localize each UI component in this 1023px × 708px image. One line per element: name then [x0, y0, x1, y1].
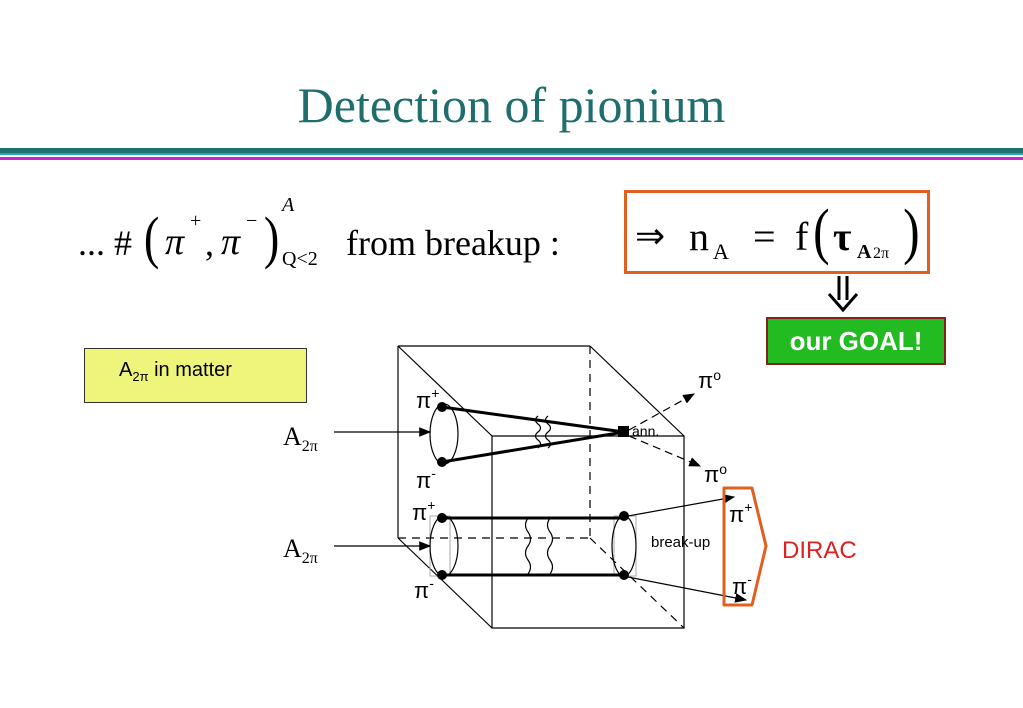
pi0-label-up: πo: [698, 367, 721, 393]
target-block: [397, 345, 685, 629]
formula-prefix: ... #: [78, 223, 132, 263]
block-front-outline: [491, 435, 685, 629]
formula-sup-plus: +: [190, 210, 202, 232]
pion-minus-dot-exit: [619, 570, 629, 580]
goal-badge: our GOAL!: [766, 317, 946, 365]
matter-a: A: [119, 359, 133, 381]
pi-plus-label-bottom: π+: [412, 497, 435, 525]
header-rule-cyan: [0, 153, 1023, 155]
pion-track-lower: [441, 430, 625, 464]
formula-sup-minus: −: [246, 210, 258, 232]
formula-close-paren: ): [263, 205, 280, 270]
formula-equals: =: [753, 214, 776, 259]
photon-wiggle-4: [546, 517, 554, 575]
pion-plus-dot-exit: [619, 511, 629, 521]
photon-wiggle-1: [534, 415, 542, 449]
formula-tau: τ: [833, 214, 852, 259]
formula-pi-plus: π: [165, 221, 185, 263]
pion-track-upper: [441, 405, 625, 434]
photon-wiggle-2: [544, 415, 552, 449]
header-rule-magenta: [0, 157, 1023, 160]
a2pi-label-top: A2π: [283, 422, 318, 455]
annihilation-atom: [429, 393, 702, 467]
formula-pi-minus: π: [221, 221, 241, 263]
dirac-label: DIRAC: [782, 537, 857, 564]
formula-open-paren: (: [813, 198, 830, 266]
formula-f: f: [795, 214, 809, 259]
formula-open-paren: (: [143, 205, 160, 270]
pi0-label-down: πo: [704, 461, 727, 487]
breakup-atom: [429, 494, 748, 603]
atom-ellipse-right: [611, 515, 637, 577]
formula-text: from breakup :: [346, 223, 560, 263]
pi-minus-label-exit: π-: [732, 571, 752, 599]
matter-label-box: A2π in matter: [84, 348, 307, 403]
annihilation-point: [618, 426, 629, 437]
pi-minus-label-top: π-: [416, 465, 436, 493]
formula-n-sub: A: [713, 239, 729, 264]
pi-plus-label-exit: π+: [729, 499, 752, 527]
result-formula-box: ⇒ n A = f ( τ A 2π ): [624, 190, 930, 274]
atom-frame-left: [429, 515, 451, 577]
breakup-label: break-up: [651, 534, 710, 551]
formula-close-paren: ): [903, 198, 920, 266]
formula-sup-a: A: [282, 194, 295, 216]
header-rule-teal: [0, 148, 1023, 153]
formula-tau-sub2: 2π: [873, 245, 890, 262]
pi0-arrow-down: [628, 435, 702, 467]
block-bottom-left-edge: [397, 537, 493, 629]
formula-comma: ,: [205, 223, 214, 263]
photon-wiggle-3: [524, 517, 532, 575]
implies-arrow: ⇒: [635, 216, 666, 256]
page-title: Detection of pionium: [297, 77, 726, 133]
block-top-left-edge: [397, 345, 493, 437]
block-top-right-edge: [589, 345, 685, 437]
block-bottom-right-hidden: [589, 537, 685, 629]
atom-ellipse-top: [429, 403, 459, 465]
formula-tau-sub: A: [857, 241, 872, 263]
pi-plus-label-top: π+: [416, 385, 439, 413]
matter-sub: 2π: [132, 369, 149, 384]
dirac-bracket: [722, 486, 768, 607]
formula-sub-q: Q<2: [282, 248, 318, 270]
exit-arrow-minus: [627, 576, 748, 603]
atom-ellipse-left: [429, 515, 459, 577]
ann-label: ann.: [632, 423, 659, 439]
pi-minus-label-bottom: π-: [414, 575, 434, 603]
a2pi-label-bottom: A2π: [283, 534, 318, 567]
matter-text: in matter: [148, 359, 232, 381]
formula-n: n: [689, 214, 709, 259]
exit-arrow-plus: [627, 494, 736, 517]
